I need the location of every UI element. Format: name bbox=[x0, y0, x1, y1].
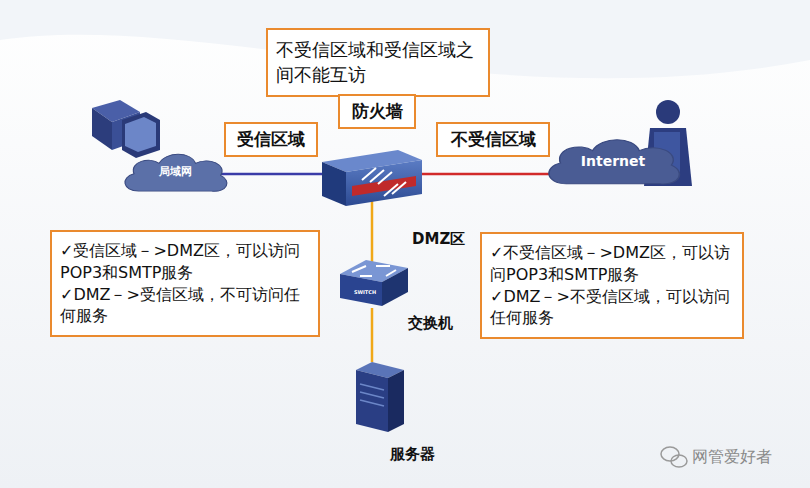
callout-box: ✓受信区域－>DMZ区，可以访问POP3和SMTP服务✓DMZ－>受信区域，不可… bbox=[50, 230, 320, 337]
cloud-label: 局域网 bbox=[122, 165, 228, 180]
callout-box: 不受信区域和受信区域之间不能互访 bbox=[266, 28, 490, 97]
callout-box: ✓不受信区域－>DMZ区，可以访问POP3和SMTP服务✓DMZ－>不受信区域，… bbox=[480, 232, 744, 339]
dmz-wire bbox=[371, 200, 374, 262]
box-text: ✓DMZ－>不受信区域，可以访问任何服务 bbox=[490, 286, 734, 329]
computer-icon bbox=[92, 100, 160, 158]
device-label: SWITCH bbox=[350, 286, 380, 298]
firewall-icon bbox=[322, 150, 422, 206]
box-text: ✓受信区域－>DMZ区，可以访问POP3和SMTP服务 bbox=[60, 240, 310, 283]
server-icon bbox=[356, 362, 404, 432]
switch-icon bbox=[340, 260, 408, 306]
box-text: ✓不受信区域－>DMZ区，可以访问POP3和SMTP服务 bbox=[490, 242, 734, 285]
callout-box: 受信区域 bbox=[224, 122, 318, 157]
wechat-icon bbox=[661, 447, 687, 467]
box-text: SWITCH bbox=[350, 289, 380, 296]
box-text: ✓DMZ－>受信区域，不可访问任何服务 bbox=[60, 284, 310, 327]
watermark: 网管爱好者 bbox=[692, 447, 772, 468]
zone-label: DMZ区 bbox=[412, 230, 465, 249]
network-cloud: Internet bbox=[540, 130, 686, 192]
callout-box: 防火墙 bbox=[338, 94, 416, 129]
dmz-wire bbox=[371, 308, 374, 362]
network-cloud: 局域网 bbox=[118, 146, 232, 198]
callout-box: 不受信区域 bbox=[436, 122, 550, 157]
lan-wire bbox=[205, 173, 322, 176]
box-text: 受信区域 bbox=[230, 128, 312, 151]
cloud-label: Internet bbox=[544, 152, 682, 171]
box-text: 不受信区域 bbox=[442, 128, 544, 151]
zone-label: 交换机 bbox=[408, 314, 453, 333]
zone-label: 服务器 bbox=[390, 445, 435, 464]
box-text: 不受信区域和受信区域之间不能互访 bbox=[276, 38, 480, 87]
box-text: 防火墙 bbox=[344, 100, 410, 123]
internet-wire bbox=[420, 173, 560, 176]
